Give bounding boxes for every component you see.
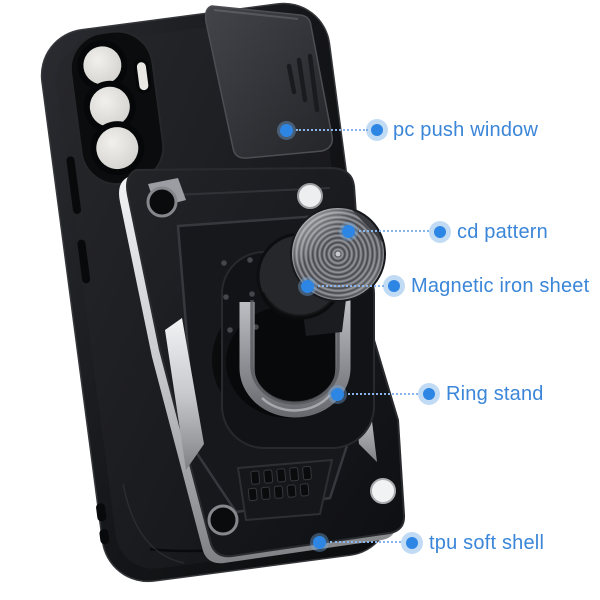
callout-label: cd pattern: [457, 221, 548, 243]
corner-screw-bottom-left: [207, 504, 239, 536]
cd-disc-center: [335, 251, 341, 257]
callout-dotted-line: [318, 285, 384, 287]
callout-source-dot: [280, 124, 293, 137]
cover-panel: [204, 5, 334, 159]
callout-marker-dot: [406, 537, 418, 549]
callout-marker-dot: [388, 280, 400, 292]
callout-dotted-line: [359, 230, 429, 232]
corner-screw-bottom-right: [370, 478, 396, 504]
cover-grip-vents: [286, 53, 320, 113]
corner-screw-top-left: [146, 186, 178, 218]
side-button-slot: [66, 156, 82, 214]
callout-label: Ring stand: [446, 383, 544, 405]
callout-dotted-line: [330, 541, 401, 543]
ring-highlight: [261, 394, 331, 412]
callout-dotted-line: [348, 393, 418, 395]
callout-source-dot: [342, 225, 355, 238]
port-notch: [96, 503, 107, 522]
callout-label: Magnetic iron sheet: [411, 275, 590, 297]
callout-dotted-line: [296, 129, 368, 131]
cd-disc-rim: [290, 206, 386, 302]
callout-marker-dot: [371, 124, 383, 136]
corner-screw-top-right: [297, 183, 323, 209]
callout-label: tpu soft shell: [429, 532, 545, 554]
callout-marker-dot: [434, 226, 446, 238]
cover-highlight: [213, 9, 299, 20]
rivet-dots: [221, 257, 259, 333]
side-button-slot: [77, 239, 91, 284]
camera-lens-2: [89, 86, 130, 127]
grip-texture: [247, 465, 312, 502]
ring-inner-edge: [250, 294, 340, 405]
corner-highlight: [122, 484, 185, 564]
callout-marker-dot: [423, 388, 435, 400]
pc-push-window-cover: [204, 5, 334, 159]
camera-lens-1: [83, 46, 122, 85]
flash-cutout: [136, 62, 149, 91]
callout-source-dot: [301, 280, 314, 293]
callout-label: pc push window: [393, 119, 539, 141]
callout-source-dot: [313, 536, 326, 549]
cylinder-shadow: [259, 291, 341, 320]
callout-source-dot: [331, 388, 344, 401]
cd-disc-notch: [352, 210, 384, 244]
camera-lens-3: [96, 127, 139, 170]
silver-accent-left: [165, 318, 204, 470]
port-notch: [99, 529, 110, 545]
